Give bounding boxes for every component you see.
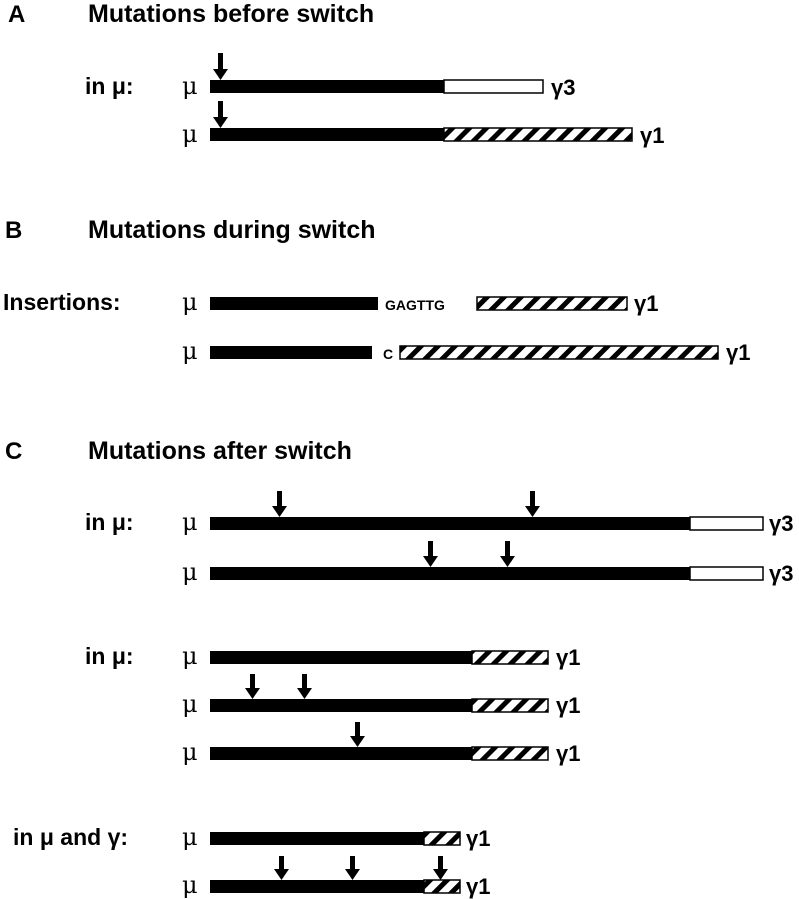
mutation-arrow-icon (345, 856, 360, 880)
gamma1-label: γ1 (556, 693, 580, 718)
mu-label: μ (182, 690, 198, 718)
panel-c-group2-label: in μ: (85, 643, 134, 669)
mutation-arrow-icon (500, 541, 515, 567)
mutation-arrow-icon (274, 856, 289, 880)
panel-a-title: Mutations before switch (88, 0, 374, 28)
mutation-arrow-icon (350, 722, 365, 747)
gamma3-bar (689, 516, 764, 531)
gamma1-bar (471, 698, 549, 713)
mu-switch-bar (210, 297, 378, 310)
gamma1-label: γ1 (634, 291, 658, 316)
mu-switch-bar (210, 747, 472, 760)
mutation-arrow-icon (272, 491, 287, 517)
mutation-arrow-icon (213, 101, 228, 128)
mu-label: μ (182, 72, 198, 100)
gamma1-bar (423, 831, 461, 846)
mu-switch-bar (210, 699, 472, 712)
panel-b-label: Insertions: (3, 289, 121, 315)
mutation-arrow-icon (245, 674, 260, 699)
gamma1-bar (471, 746, 549, 761)
gamma1-label: γ1 (556, 741, 580, 766)
gamma1-label: γ1 (466, 826, 490, 851)
panel-a-label: in μ: (85, 73, 134, 99)
mu-switch-bar (210, 80, 444, 93)
mu-switch-bar (210, 567, 690, 580)
mu-label: μ (182, 508, 198, 536)
mu-switch-bar (210, 517, 690, 530)
mu-switch-bar (210, 346, 372, 359)
gamma1-label: γ1 (466, 874, 490, 899)
mu-label: μ (182, 871, 198, 899)
mu-label: μ (182, 120, 198, 148)
gamma3-label: γ3 (769, 511, 793, 536)
gamma1-bar (399, 345, 719, 360)
panel-b-title: Mutations during switch (88, 216, 376, 244)
mu-switch-bar (210, 651, 472, 664)
gamma3-label: γ3 (769, 561, 793, 586)
mu-label: μ (182, 823, 198, 851)
gamma1-bar (443, 127, 633, 142)
panel-c-group1-label: in μ: (85, 509, 134, 535)
mutation-arrow-icon (213, 53, 228, 80)
mu-label: μ (182, 288, 198, 316)
gamma1-bar (471, 650, 549, 665)
panel-a-letter: A (8, 1, 25, 28)
mutation-arrow-icon (297, 674, 312, 699)
gamma3-bar (689, 566, 764, 581)
gamma1-label: γ1 (726, 340, 750, 365)
insertion-sequence: C (383, 346, 393, 362)
mu-switch-bar (210, 128, 444, 141)
mu-switch-bar (210, 832, 424, 845)
mutation-arrow-icon (525, 491, 540, 517)
mu-label: μ (182, 337, 198, 365)
mu-label: μ (182, 642, 198, 670)
mu-label: μ (182, 738, 198, 766)
gamma1-label: γ1 (556, 645, 580, 670)
mutation-arrow-icon (423, 541, 438, 567)
gamma1-bar (476, 296, 628, 311)
gamma3-bar (443, 79, 544, 94)
mu-label: μ (182, 558, 198, 586)
insertion-sequence: GAGTTG (385, 297, 445, 313)
gamma1-label: γ1 (640, 123, 664, 148)
mu-switch-bar (210, 880, 424, 893)
panel-c-letter: C (5, 438, 22, 465)
panel-c-title: Mutations after switch (88, 437, 352, 465)
gamma1-bar (423, 879, 461, 894)
mutation-arrow-icon (433, 856, 448, 880)
gamma3-label: γ3 (551, 75, 575, 100)
panel-b-letter: B (5, 217, 22, 244)
panel-c-group3-label: in μ and γ: (13, 824, 128, 850)
